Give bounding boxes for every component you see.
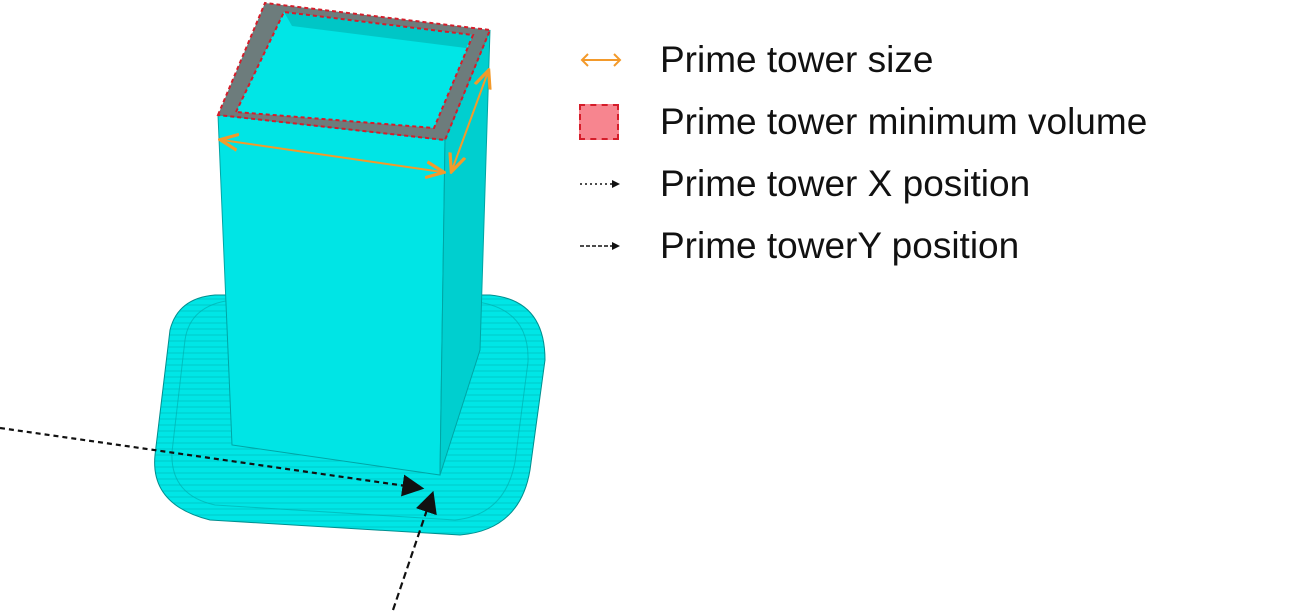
legend-label: Prime tower minimum volume [660, 101, 1148, 142]
size-arrows [222, 72, 488, 172]
dashed-arrow-icon [580, 242, 620, 250]
legend-label: Prime tower X position [660, 163, 1031, 204]
legend-label: Prime tower size [660, 39, 934, 80]
legend-label: Prime towerY position [660, 225, 1020, 266]
tower-top [218, 3, 490, 140]
position-arrows [0, 426, 437, 611]
dashed-square-icon [570, 98, 634, 146]
dotted-arrow-icon [580, 180, 620, 188]
minimum-volume-outline [216, 1, 492, 142]
double-arrow-icon [580, 53, 622, 67]
